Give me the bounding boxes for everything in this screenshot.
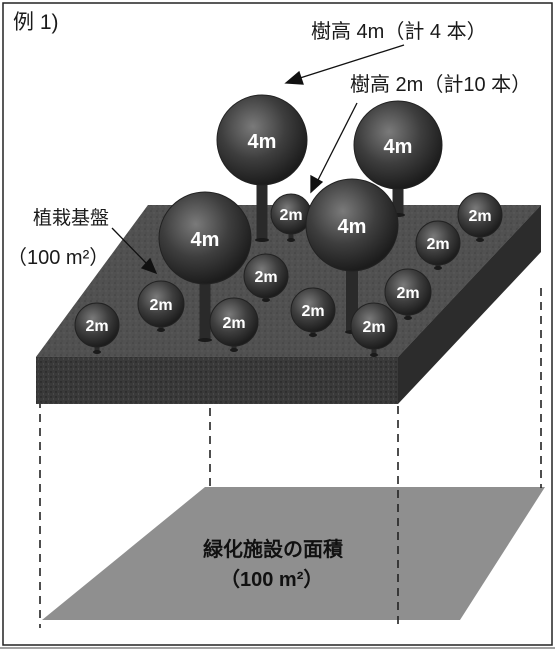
planting-base-name: 植栽基盤 [33, 208, 110, 229]
tree-base [434, 266, 442, 270]
example-label: 例 1) [13, 11, 59, 34]
planting-base-area: （100 m²） [7, 247, 110, 269]
tree-height-label-4m: 4m [191, 229, 220, 251]
tree-crown [158, 191, 252, 285]
tree-crown [384, 268, 432, 316]
tree-2m: 2m [243, 253, 289, 302]
tree-2m: 2m [74, 302, 120, 354]
projection-lines [39, 288, 542, 630]
tree-crown [137, 280, 185, 328]
tree-crown [209, 297, 259, 347]
tall-tree-callout: 樹高 4m（計 4 本） [311, 21, 487, 43]
tree-crown [305, 178, 399, 272]
tree-base [255, 238, 269, 242]
tree-base [476, 238, 484, 242]
tree-4m: 4m [353, 100, 443, 217]
tree-height-label-4m: 4m [384, 136, 413, 158]
tree-trunk [346, 252, 358, 332]
tree-4m: 4m [305, 178, 399, 334]
tree-height-label-2m: 2m [254, 269, 277, 286]
ground-area-value: （100 m²） [220, 569, 324, 591]
tree-base [230, 348, 238, 352]
short-tree-callout: 樹高 2m（計10 本） [350, 74, 532, 96]
tree-height-label-2m: 2m [426, 236, 449, 253]
tree-height-label-2m: 2m [396, 285, 419, 302]
tree-base [262, 298, 270, 302]
tree-trunk [199, 265, 211, 340]
trees-group: 4m 4m 2m 2m 4m 4m 2m 2m 2m 2m 2m 2m 2m 2m [74, 94, 503, 357]
tree-2m: 2m [209, 297, 259, 352]
tree-height-label-2m: 2m [301, 303, 324, 320]
tree-base [370, 353, 378, 357]
tree-height-label-2m: 2m [468, 208, 491, 225]
tree-trunk [256, 167, 268, 240]
tree-2m: 2m [457, 192, 503, 242]
tree-4m: 4m [158, 191, 252, 342]
tree-crown [74, 302, 120, 348]
tree-height-label-2m: 2m [279, 207, 302, 224]
tree-2m: 2m [350, 302, 398, 357]
tree-2m: 2m [415, 220, 461, 270]
tree-height-label-2m: 2m [362, 319, 385, 336]
leader-lines [111, 44, 405, 275]
tree-crown [243, 253, 289, 299]
tree-trunk [392, 171, 404, 215]
tree-2m: 2m [384, 268, 432, 320]
slab-side [398, 205, 541, 404]
tree-base [404, 316, 412, 320]
tree-base [93, 350, 101, 354]
tree-base [157, 328, 165, 332]
tree-height-label-2m: 2m [149, 297, 172, 314]
tree-height-label-4m: 4m [248, 131, 277, 153]
tree-base [309, 333, 317, 337]
tree-crown [457, 192, 503, 238]
tree-height-label-2m: 2m [85, 318, 108, 335]
greening-area-ground [42, 487, 545, 620]
tree-4m: 4m [216, 94, 308, 242]
tree-crown [216, 94, 308, 186]
tree-crown [290, 287, 336, 333]
ground-area-name: 緑化施設の面積 [203, 539, 343, 561]
tree-base [198, 338, 212, 342]
tree-2m: 2m [137, 280, 185, 332]
tree-2m: 2m [270, 193, 312, 242]
slab-front [36, 357, 398, 404]
tree-crown [353, 100, 443, 190]
tree-2m: 2m [290, 287, 336, 337]
tree-height-label-2m: 2m [222, 315, 245, 332]
tree-height-label-4m: 4m [338, 216, 367, 238]
tree-crown [350, 302, 398, 350]
tree-crown [415, 220, 461, 266]
tree-base [287, 238, 295, 242]
